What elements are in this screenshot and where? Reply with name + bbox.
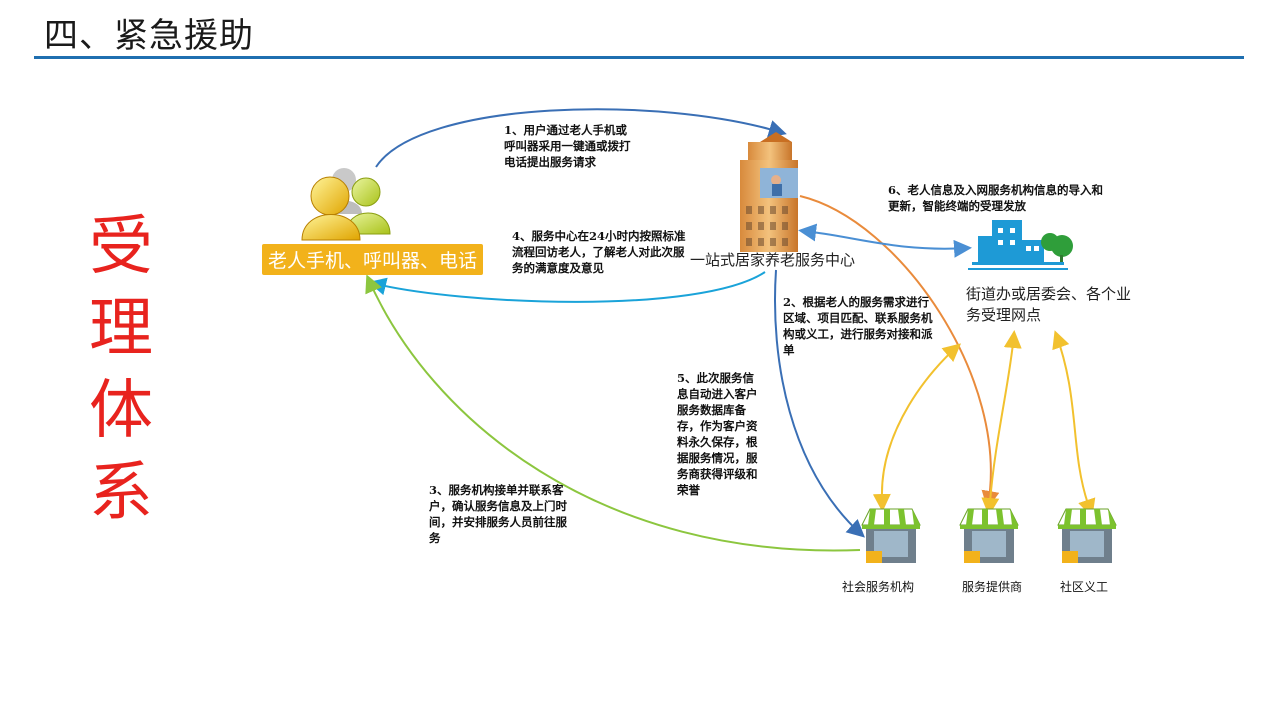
step-4-text: 4、服务中心在24小时内按照标准流程回访老人，了解老人对此次服务的满意度及意见 xyxy=(512,229,686,275)
arrow-confirm xyxy=(365,274,861,552)
people-icon xyxy=(301,168,391,241)
volunteer-label: 社区义工 xyxy=(1060,580,1109,594)
service-center-label: 一站式居家养老服务中心 xyxy=(690,251,856,269)
provider-label: 服务提供商 xyxy=(962,580,1023,594)
title-divider xyxy=(34,56,1244,59)
arrow-network-volunteer xyxy=(1052,330,1096,518)
step-5-text: 5、此次服务信息自动进入客户服务数据库备存，作为客户资料永久保存，根据服务情况，… xyxy=(677,371,758,497)
step-6-text: 6、老人信息及入网服务机构信息的导入和更新，智能终端的受理发放 xyxy=(888,183,1103,213)
arrow-network-provider xyxy=(981,330,1022,516)
step-3-text: 3、服务机构接单并联系客户，确认服务信息及上门时间，并安排服务人员前往服务 xyxy=(429,483,567,545)
arrow-sync xyxy=(798,223,972,258)
storefront-icon-social xyxy=(861,508,921,563)
step-1-text: 1、用户通过老人手机或呼叫器采用一键通或拨打电话提出服务请求 xyxy=(504,123,631,169)
step-2-text: 2、根据老人的服务需求进行区域、项目匹配、联系服务机构或义工，进行服务对接和派单 xyxy=(783,295,933,357)
arrow-request xyxy=(375,108,787,168)
social-org-label: 社会服务机构 xyxy=(842,580,915,594)
storefront-icon-volunteer xyxy=(1057,508,1117,563)
user-devices-label: 老人手机、呼叫器、电话 xyxy=(262,244,484,275)
storefront-icon-provider xyxy=(959,508,1019,563)
street-office-label: 街道办或居委会、各个业务受理网点 xyxy=(966,285,1132,324)
side-label: 受理体系 xyxy=(89,210,153,530)
city-icon xyxy=(968,220,1073,270)
page-title: 四、紧急援助 xyxy=(44,16,254,56)
arrow-callback xyxy=(368,271,766,303)
arrow-network-social xyxy=(872,343,962,512)
arrow-dispatch xyxy=(773,269,865,538)
office-tower-icon xyxy=(740,132,798,252)
